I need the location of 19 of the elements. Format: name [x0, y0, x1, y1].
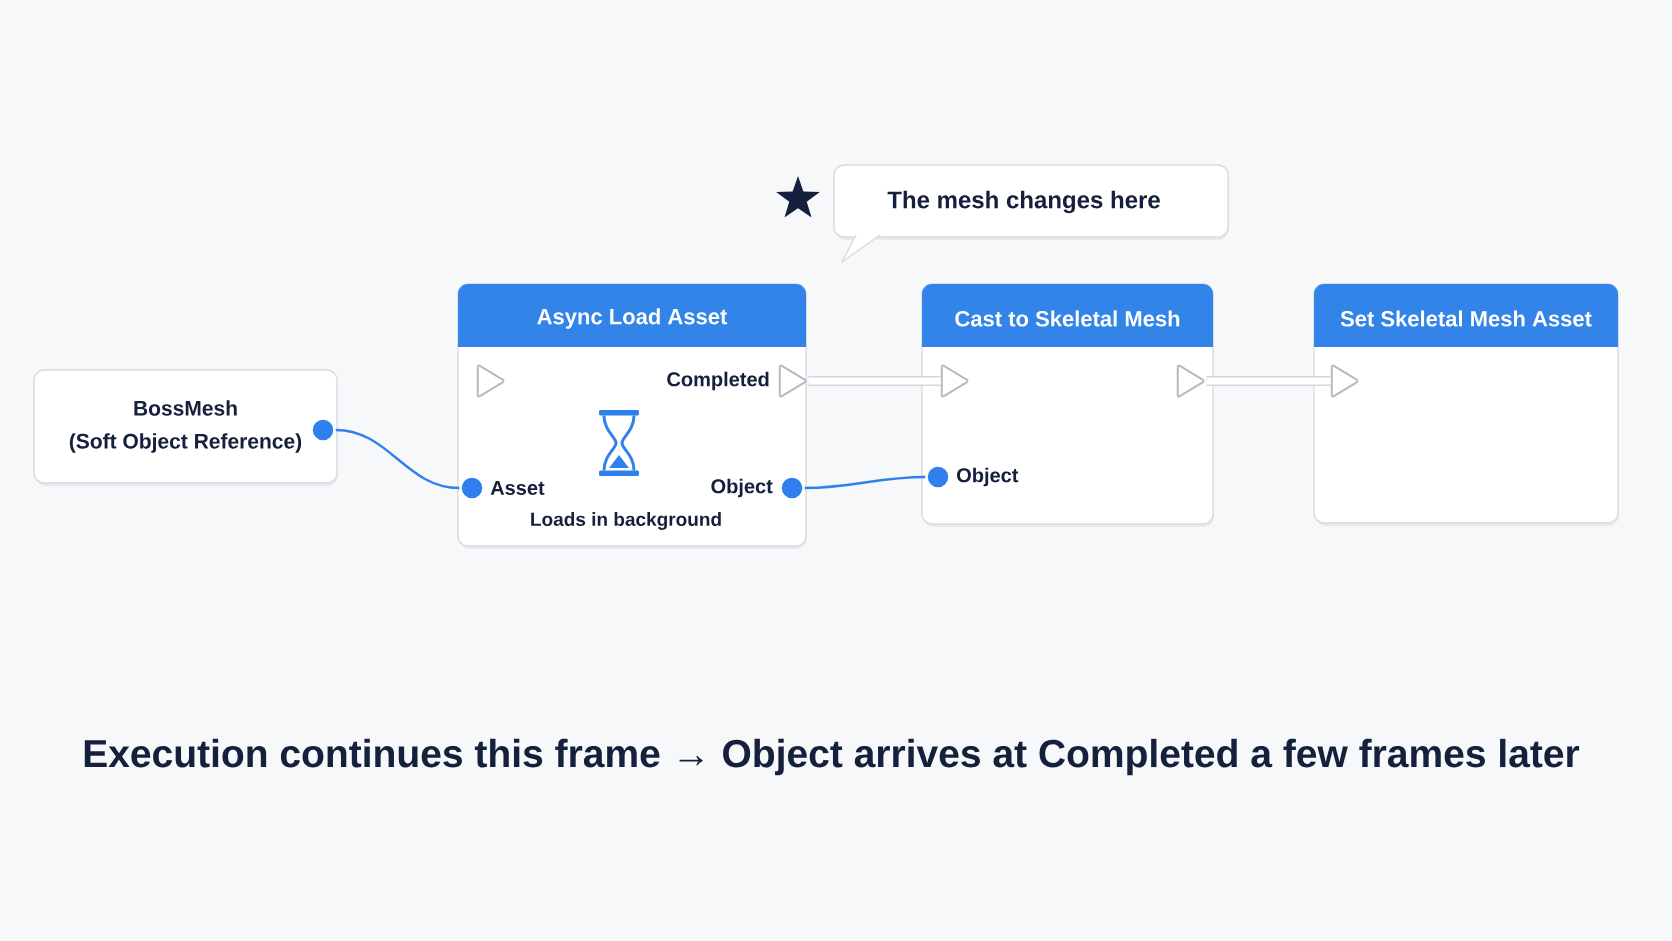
node-header: Set Skeletal Mesh Asset: [1314, 284, 1618, 347]
node-header: Async Load Asset: [458, 284, 806, 347]
exec-pin: [1176, 364, 1205, 398]
pin-label: Object: [711, 478, 773, 498]
exec-pin: [1330, 364, 1359, 398]
exec-pin: [940, 364, 969, 398]
exec-wire: [1206, 376, 1331, 386]
pin-label: Object: [957, 467, 1019, 487]
caption: Execution continues this frame → Object arrives at Completed a few frames later: [84, 738, 1580, 776]
variable-box: BossMesh (Soft Object Reference): [33, 369, 338, 486]
data-wire: [335, 428, 460, 490]
exec-wire: [808, 376, 941, 386]
node-header: Cast to Skeletal Mesh: [922, 284, 1213, 347]
pin-label: Asset: [490, 481, 545, 495]
data-wire: [804, 475, 926, 490]
speech-bubble: The mesh changes here: [833, 164, 1229, 263]
status-text: Loads in background: [531, 512, 721, 530]
exec-pin: [476, 364, 505, 398]
pin-label: Completed: [667, 371, 769, 391]
